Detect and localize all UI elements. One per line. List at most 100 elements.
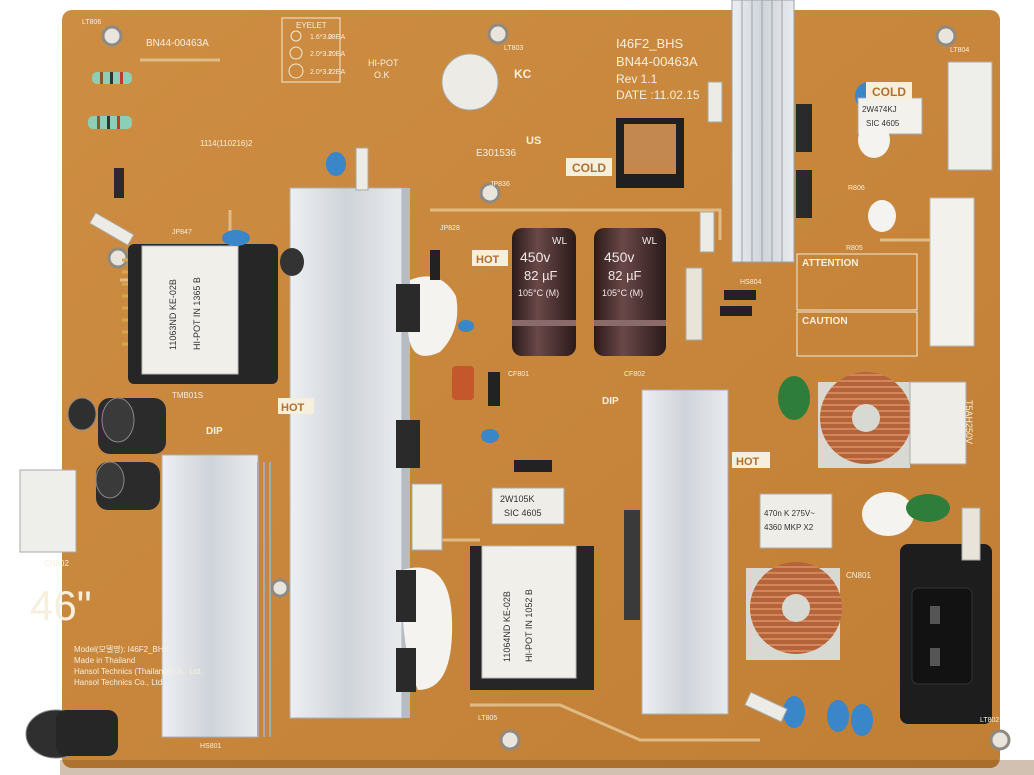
silk-tmb01s: TMB01S	[172, 391, 203, 400]
heatsink-top-right	[731, 0, 795, 263]
silk-lt803: LT803	[504, 45, 523, 52]
cap2-series: WL	[642, 236, 657, 247]
to220-transistors	[396, 104, 812, 692]
transformer-left-label2: HI-POT IN 1365 B	[192, 277, 202, 350]
silk-hs804: HS804	[740, 279, 762, 286]
board-revision: Rev 1.1	[616, 72, 658, 86]
toroid-coil-2	[746, 562, 842, 660]
eyelet-row-1-count: 28EA	[328, 34, 345, 41]
silk-lt802: LT802	[980, 717, 999, 724]
dip-label-left: DIP	[206, 426, 223, 437]
electrolytic-capacitor-1	[512, 228, 576, 356]
kc-mark: KC	[514, 67, 532, 81]
silk-jp828: JP828	[440, 225, 460, 232]
white-component	[411, 483, 443, 551]
transformer-bottom	[470, 545, 594, 690]
transformer-bottom-label2: HI-POT IN 1052 B	[524, 589, 534, 662]
white-standoffs	[88, 53, 788, 723]
screen-size-label: 46"	[30, 582, 92, 629]
silk-lt805: LT805	[478, 715, 497, 722]
ul-mark: US	[526, 135, 541, 147]
eyelet-table-title: EYELET	[296, 21, 327, 30]
silk-r805: R805	[846, 245, 863, 252]
hot-cold-tags: COLD COLD HOT HOT HOT	[278, 82, 912, 468]
diode	[114, 168, 124, 198]
hot-tag-1: HOT	[476, 254, 500, 266]
eyelet-row-3-size: 2.0*3.2	[310, 69, 332, 76]
hi-pot-label: HI-POT	[368, 58, 399, 68]
resistor-block-center	[491, 487, 565, 525]
board-model-title: I46F2_BHS	[616, 36, 684, 51]
ul-file-number: E301536	[476, 148, 516, 159]
x2-capacitor	[759, 493, 833, 549]
hot-tag-3: HOT	[736, 456, 760, 468]
eyelet-table	[281, 17, 341, 83]
eyelet-row-1-size: 1.6*3.0	[310, 34, 332, 41]
silk-cf802: CF802	[624, 371, 645, 378]
mounting-eyelets	[101, 23, 1011, 751]
cap1-series: WL	[552, 236, 567, 247]
connectors	[19, 61, 993, 553]
x2-cap-line1: 470n K 275V~	[764, 509, 815, 518]
resistor-block-2-line1: 2W474KJ	[862, 105, 897, 114]
cap2-voltage: 450v	[604, 249, 634, 265]
fuse-rating: T5AH250V	[964, 400, 974, 444]
cap2-capacitance: 82 µF	[608, 268, 642, 283]
hot-tag-2: HOT	[281, 402, 305, 414]
small-electrolytics	[25, 248, 304, 759]
heatsink-bottom-left	[161, 454, 271, 738]
resistor-block-2-line2: SIC 4605	[866, 119, 900, 128]
diodes	[430, 250, 756, 472]
electrolytic-capacitor-2	[594, 228, 666, 356]
transformer-left	[122, 244, 278, 384]
x-capacitor-box	[909, 381, 967, 465]
board-date: DATE :11.02.15	[616, 88, 700, 102]
hi-pot-ok: O.K	[374, 70, 390, 80]
cap2-temp: 105°C (M)	[602, 288, 643, 298]
fixture-code: 1114(110216)2	[200, 139, 253, 148]
silk-lt806: LT806	[82, 19, 101, 26]
cold-tag-1: COLD	[572, 161, 606, 175]
silk-cn802: CN802	[44, 559, 69, 568]
caution-title: CAUTION	[802, 316, 848, 327]
silk-r806: R806	[848, 185, 865, 192]
warning-labels	[796, 253, 918, 357]
silk-jp847: JP847	[172, 229, 192, 236]
toroid-coil-1	[818, 372, 912, 468]
resistors-top-left	[88, 72, 132, 129]
board-part-number: BN44-00463A	[616, 54, 698, 69]
eyelet-row-2-count: 10EA	[328, 51, 345, 58]
attention-title: ATTENTION	[802, 258, 858, 269]
silk-cn801: CN801	[846, 571, 871, 580]
silk-hs801: HS801	[200, 743, 222, 750]
maker-line-2: Made in Thailand	[74, 656, 135, 665]
silk-jp836: JP836	[490, 181, 510, 188]
silk-cf801: CF801	[508, 371, 529, 378]
transformer-top	[616, 118, 684, 188]
cap1-temp: 105°C (M)	[518, 288, 559, 298]
heatsink-center-right	[641, 389, 729, 715]
fuse	[685, 267, 703, 341]
ac-inlet	[900, 544, 992, 724]
cap1-voltage: 450v	[520, 249, 550, 265]
transformer-bottom-label: 11064ND KE-02B	[502, 591, 512, 662]
green-varistor	[778, 376, 810, 420]
bridge-rectifier	[624, 510, 640, 620]
maker-line-1: Model(모델명): I46F2_BHS	[74, 644, 169, 654]
silk-lt804: LT804	[950, 47, 969, 54]
eyelet-row-2-size: 2.0*3.2	[310, 51, 332, 58]
eyelet-row-3-count: 12EA	[328, 69, 345, 76]
resistor-block-1-line1: 2W105K	[500, 494, 535, 504]
cap1-capacitance: 82 µF	[524, 268, 558, 283]
maker-line-4: Hansol Technics Co., Ltd.	[74, 678, 165, 687]
dip-label-right: DIP	[602, 396, 619, 407]
resistor-block-1-line2: SIC 4605	[504, 508, 542, 518]
maker-line-3: Hansol Technics (Thailand) Co., Ltd.	[74, 667, 203, 676]
part-number-small: BN44-00463A	[146, 38, 209, 49]
cold-tag-2: COLD	[872, 85, 906, 99]
x2-cap-line2: 4360 MKP X2	[764, 523, 814, 532]
heatsink-tall-left	[289, 187, 410, 719]
film-capacitor	[452, 366, 474, 400]
